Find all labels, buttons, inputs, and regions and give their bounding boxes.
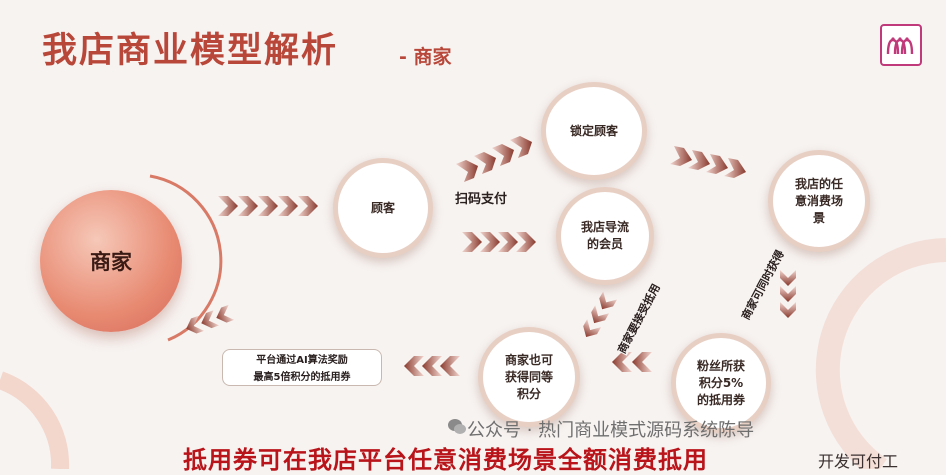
chevrons-member-down (583, 291, 618, 338)
callout-line-2: 最高5倍积分的抵用券 (253, 372, 351, 383)
node-locked-customer: 锁定顾客 (541, 82, 647, 180)
node-customer-label: 顾客 (370, 200, 395, 215)
label-scan-pay: 扫码支付 (455, 192, 508, 207)
node-any-scene-label: 我店的任意消费场景 (794, 176, 843, 225)
node-any-scene: 我店的任意消费场景 (768, 150, 870, 252)
page-title: 我店商业模型解析 (42, 31, 339, 71)
chevrons-fans-to-merchant-points (612, 352, 652, 372)
node-member-label: 我店导流的会员 (580, 220, 629, 251)
callout-line-1: 平台通过AI算法奖励 (256, 355, 348, 366)
footer-corner-text: 开发可付工 (818, 452, 899, 471)
chevrons-scene-to-fans (780, 270, 796, 318)
callout-ai-reward: 平台通过AI算法奖励 最高5倍积分的抵用券 (222, 349, 382, 386)
corner-arc-left (0, 371, 70, 469)
node-customer: 顾客 (333, 158, 433, 258)
node-merchant-points-label: 商家也可获得同等积分 (504, 352, 553, 401)
node-fans-points-label: 粉丝所获积分5%的抵用券 (696, 358, 745, 407)
chevrons-customer-to-locked (456, 136, 532, 182)
corner-arc-right (815, 238, 946, 469)
chevrons-points-to-callout (404, 356, 460, 376)
wechat-icon (448, 419, 466, 434)
node-merchant: 商家 (40, 190, 182, 332)
footer-banner: 抵用券可在我店平台任意消费场景全额消费抵用 (183, 446, 708, 474)
chevrons-merchant-to-customer (218, 196, 318, 216)
brand-logo-icon (880, 24, 922, 66)
node-locked-customer-label: 锁定顾客 (569, 123, 618, 138)
chevrons-callout-to-merchant (186, 304, 235, 334)
chevrons-customer-to-member (462, 232, 536, 252)
watermark-text: 公众号 · 热门商业模式源码系统陈导 (467, 420, 755, 441)
node-member: 我店导流的会员 (556, 187, 654, 285)
chevrons-locked-to-scene (670, 146, 746, 178)
page-subtitle: - 商家 (399, 46, 452, 68)
node-merchant-points: 商家也可获得同等积分 (478, 327, 580, 427)
node-fans-points: 粉丝所获积分5%的抵用券 (671, 333, 771, 433)
brand-logo-mark (886, 37, 914, 55)
